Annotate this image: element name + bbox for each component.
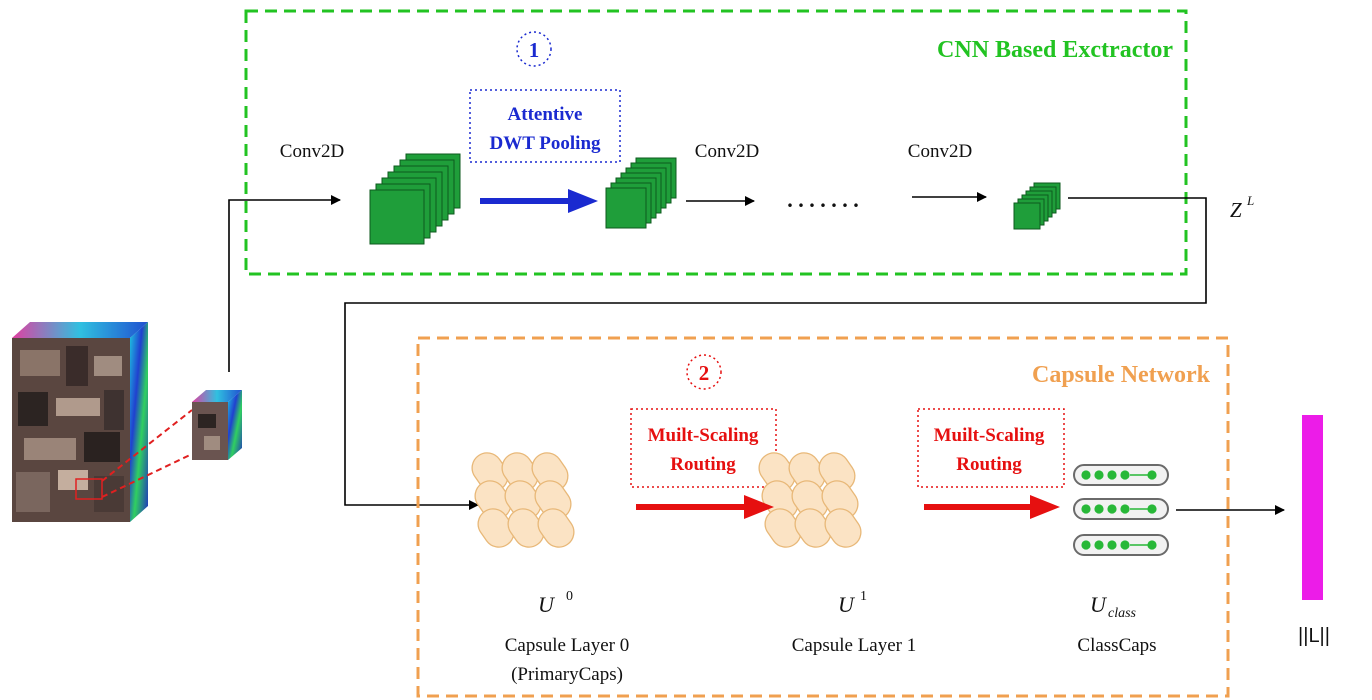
feature-map-layer xyxy=(1013,202,1041,230)
pooling-label-line2: DWT Pooling xyxy=(489,133,601,154)
input-hyperspectral-cube xyxy=(12,322,193,522)
step-2-number: 2 xyxy=(699,361,710,385)
feature-map-stack-1 xyxy=(369,153,461,245)
layer-1-name-line1: Capsule Layer 1 xyxy=(792,635,917,656)
step-1-number: 1 xyxy=(529,38,540,62)
class-capsule-neuron xyxy=(1120,504,1130,514)
u0-superscript: 0 xyxy=(566,589,573,604)
routing-label-2-line2: Routing xyxy=(956,454,1022,475)
class-capsule-neuron xyxy=(1094,504,1104,514)
output-length-bar xyxy=(1302,415,1323,600)
class-capsule-neuron xyxy=(1081,540,1091,550)
class-capsule-neuron xyxy=(1120,470,1130,480)
step-1-marker xyxy=(516,31,552,67)
routing-arrow-1-head xyxy=(744,495,774,519)
class-capsule-neuron xyxy=(1107,504,1117,514)
class-capsule-neuron xyxy=(1147,504,1157,514)
feature-map-layer xyxy=(605,187,647,229)
ellipsis-dots: . . . . . . . xyxy=(787,187,859,212)
u0-symbol: U xyxy=(538,592,556,617)
u1-superscript: 1 xyxy=(860,589,867,604)
capsule-section-title: Capsule Network xyxy=(1032,362,1211,388)
primary-capsule-cluster xyxy=(471,452,575,548)
routing-label-1-line1: Muilt-Scaling xyxy=(648,425,759,446)
zl-superscript: L xyxy=(1246,193,1254,208)
feature-map-stack-2 xyxy=(605,157,677,229)
layer-0-name-line2: (PrimaryCaps) xyxy=(511,664,623,685)
output-length-label: ||L|| xyxy=(1298,625,1330,647)
routing-arrow-2-head xyxy=(1030,495,1060,519)
class-capsule-neuron xyxy=(1120,540,1130,550)
conv2d-label-1: Conv2D xyxy=(280,141,344,162)
pooling-label-box xyxy=(469,89,621,163)
conv2d-label-2: Conv2D xyxy=(695,141,759,162)
input-patch-cube xyxy=(192,390,242,460)
feature-map-layer xyxy=(369,189,425,245)
class-capsule-neuron xyxy=(1094,540,1104,550)
cnn-to-capsule-line xyxy=(344,197,1207,510)
class-capsule-neuron xyxy=(1107,470,1117,480)
class-capsule-neuron xyxy=(1107,540,1117,550)
routing-label-1-line2: Routing xyxy=(670,454,736,475)
conv2d-label-3: Conv2D xyxy=(908,141,972,162)
uclass-subscript: class xyxy=(1108,606,1137,621)
capsule-unit xyxy=(824,508,862,548)
step-2-marker xyxy=(686,354,722,390)
zl-symbol: Z xyxy=(1230,198,1242,222)
class-capsule-neuron xyxy=(1081,470,1091,480)
capsule-layer-1-cluster xyxy=(758,452,862,548)
uclass-symbol: U xyxy=(1090,592,1108,617)
cnn-section-border xyxy=(244,9,1188,276)
class-capsule-neuron xyxy=(1094,470,1104,480)
pooling-label-line1: Attentive xyxy=(508,104,583,125)
routing-label-box-1 xyxy=(630,408,777,488)
class-capsules xyxy=(1073,464,1169,556)
class-capsule-neuron xyxy=(1147,540,1157,550)
routing-label-2-line1: Muilt-Scaling xyxy=(934,425,1045,446)
pooling-arrow-head xyxy=(568,189,598,213)
feature-map-stack-3 xyxy=(1013,182,1061,230)
capsule-unit xyxy=(537,508,575,548)
u1-symbol: U xyxy=(838,592,856,617)
class-capsule-neuron xyxy=(1081,504,1091,514)
capsule-section-border xyxy=(416,336,1230,698)
layer-2-name-line1: ClassCaps xyxy=(1077,635,1156,656)
class-capsule-neuron xyxy=(1147,470,1157,480)
routing-label-box-2 xyxy=(917,408,1065,488)
layer-0-name-line1: Capsule Layer 0 xyxy=(505,635,630,656)
input-to-cnn-line xyxy=(228,195,341,372)
cnn-section-title: CNN Based Exctractor xyxy=(937,37,1173,63)
